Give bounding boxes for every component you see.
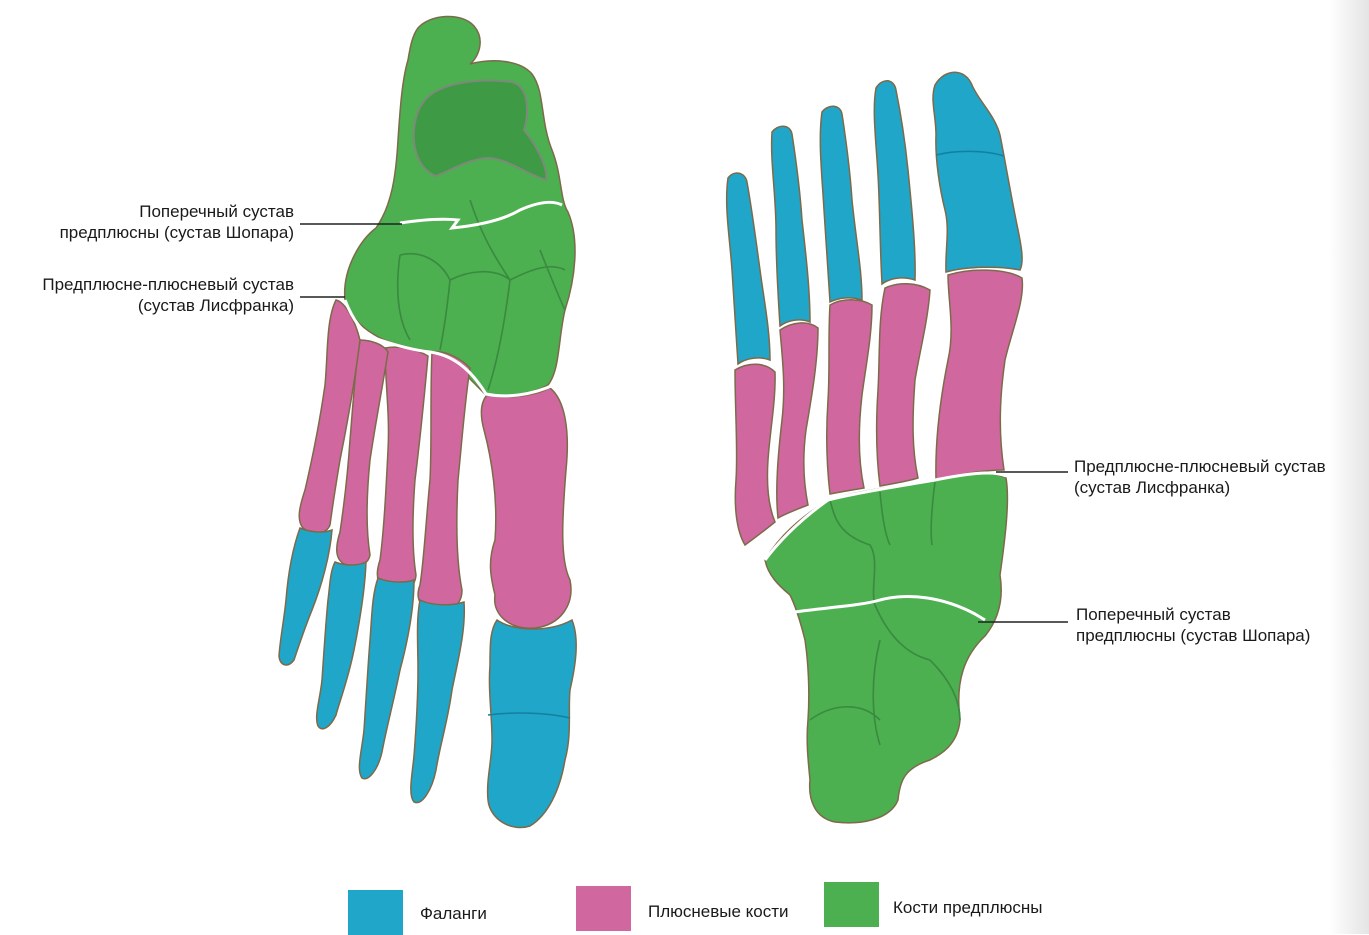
- right-metatarsal-5: [735, 364, 775, 545]
- label-line: Предплюсне-плюсневый сустав: [42, 274, 294, 295]
- legend-label-phalanges: Фаланги: [420, 904, 487, 924]
- right-phalanx-3: [820, 106, 862, 302]
- legend-swatch-phalanges: [348, 890, 403, 935]
- left-foot: [279, 16, 576, 827]
- left-metatarsal-1: [481, 388, 571, 628]
- left-phalanx-4: [317, 562, 366, 729]
- right-metatarsal-3: [827, 300, 872, 494]
- label-line: (сустав Лисфранка): [1074, 477, 1326, 498]
- label-left-lisfranc: Предплюсне-плюсневый сустав (сустав Лисф…: [42, 274, 294, 316]
- right-foot: [727, 72, 1023, 823]
- right-phalanx-5: [727, 173, 770, 364]
- right-metatarsal-2: [877, 284, 930, 486]
- right-phalanx-4: [772, 126, 810, 326]
- left-metatarsal-3: [377, 347, 428, 592]
- label-line: Поперечный сустав: [1076, 604, 1310, 625]
- label-line: предплюсны (сустав Шопара): [1076, 625, 1310, 646]
- label-right-lisfranc: Предплюсне-плюсневый сустав (сустав Лисф…: [1074, 456, 1326, 498]
- left-phalanx-2: [411, 600, 464, 803]
- legend-label-metatarsals: Плюсневые кости: [648, 902, 789, 922]
- right-metatarsal-4: [777, 323, 818, 518]
- label-right-chopart: Поперечный сустав предплюсны (сустав Шоп…: [1076, 604, 1310, 646]
- legend-swatch-tarsals: [824, 882, 879, 927]
- left-metatarsal-2: [418, 352, 470, 611]
- right-metatarsal-1: [936, 270, 1023, 480]
- label-line: (сустав Лисфранка): [42, 295, 294, 316]
- left-phalanx-1: [488, 620, 577, 828]
- right-tarsals: [765, 474, 1007, 823]
- left-phalanx-3: [359, 578, 414, 779]
- label-line: Предплюсне-плюсневый сустав: [1074, 456, 1326, 477]
- label-line: Поперечный сустав: [60, 201, 294, 222]
- label-line: предплюсны (сустав Шопара): [60, 222, 294, 243]
- right-phalanx-1: [933, 72, 1022, 272]
- legend-swatch-metatarsals: [576, 886, 631, 931]
- label-left-chopart: Поперечный сустав предплюсны (сустав Шоп…: [60, 201, 294, 243]
- right-phalanx-2: [874, 81, 915, 284]
- legend-label-tarsals: Кости предплюсны: [893, 898, 1043, 918]
